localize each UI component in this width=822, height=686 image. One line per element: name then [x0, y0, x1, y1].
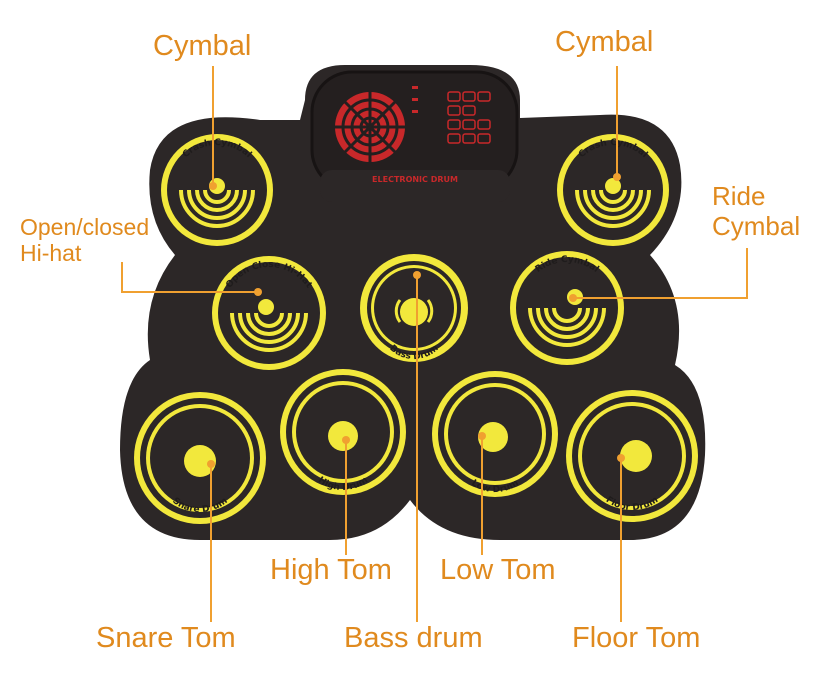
callout-hihat-line2: Hi-hat [20, 240, 82, 267]
leader-ride [573, 248, 748, 299]
module-buttons [447, 91, 491, 144]
callout-ride-line1: Ride [712, 181, 766, 211]
callout-floor-tom: Floor Tom [572, 622, 701, 654]
high-drum-pad: High Drum [280, 369, 406, 495]
callout-snare-tom: Snare Tom [96, 622, 236, 654]
snare-drum-pad: Snare Drum [134, 392, 266, 524]
control-module: ELECTRONIC DRUM [310, 70, 519, 202]
ride-cymbal-pad: Ride Cymbal [510, 251, 624, 365]
callout-cymbal-left: Cymbal [153, 30, 252, 62]
leader-lines [121, 66, 748, 622]
crash-cymbal-right-pad: Crash Cymbal [557, 134, 669, 246]
callout-cymbal-right: Cymbal [555, 26, 654, 58]
low-drum-pad: Low Drum [432, 371, 558, 497]
callout-bass-drum: Bass drum [344, 622, 483, 654]
callout-low-tom: Low Tom [440, 554, 556, 586]
bass-drum-pad: Bass Drum [360, 254, 468, 362]
module-brand-text: ELECTRONIC DRUM [372, 175, 458, 184]
leader-hihat [121, 262, 258, 293]
indicator-lights [412, 86, 418, 113]
floor-drum-pad: Floor Drum [566, 390, 698, 522]
callout-high-tom: High Tom [270, 554, 392, 586]
hihat-pad: Open Close Hi-Hat [212, 256, 326, 370]
callout-ride: Ride Cymbal [712, 181, 801, 242]
crash-cymbal-left-pad: Crash Cymbal [161, 134, 273, 246]
callout-hihat-line1: Open/closed [20, 214, 150, 240]
leader-dots [207, 173, 625, 468]
callout-hihat: Open/closed Hi-hat [20, 214, 149, 267]
callout-ride-line2: Cymbal [712, 210, 801, 241]
